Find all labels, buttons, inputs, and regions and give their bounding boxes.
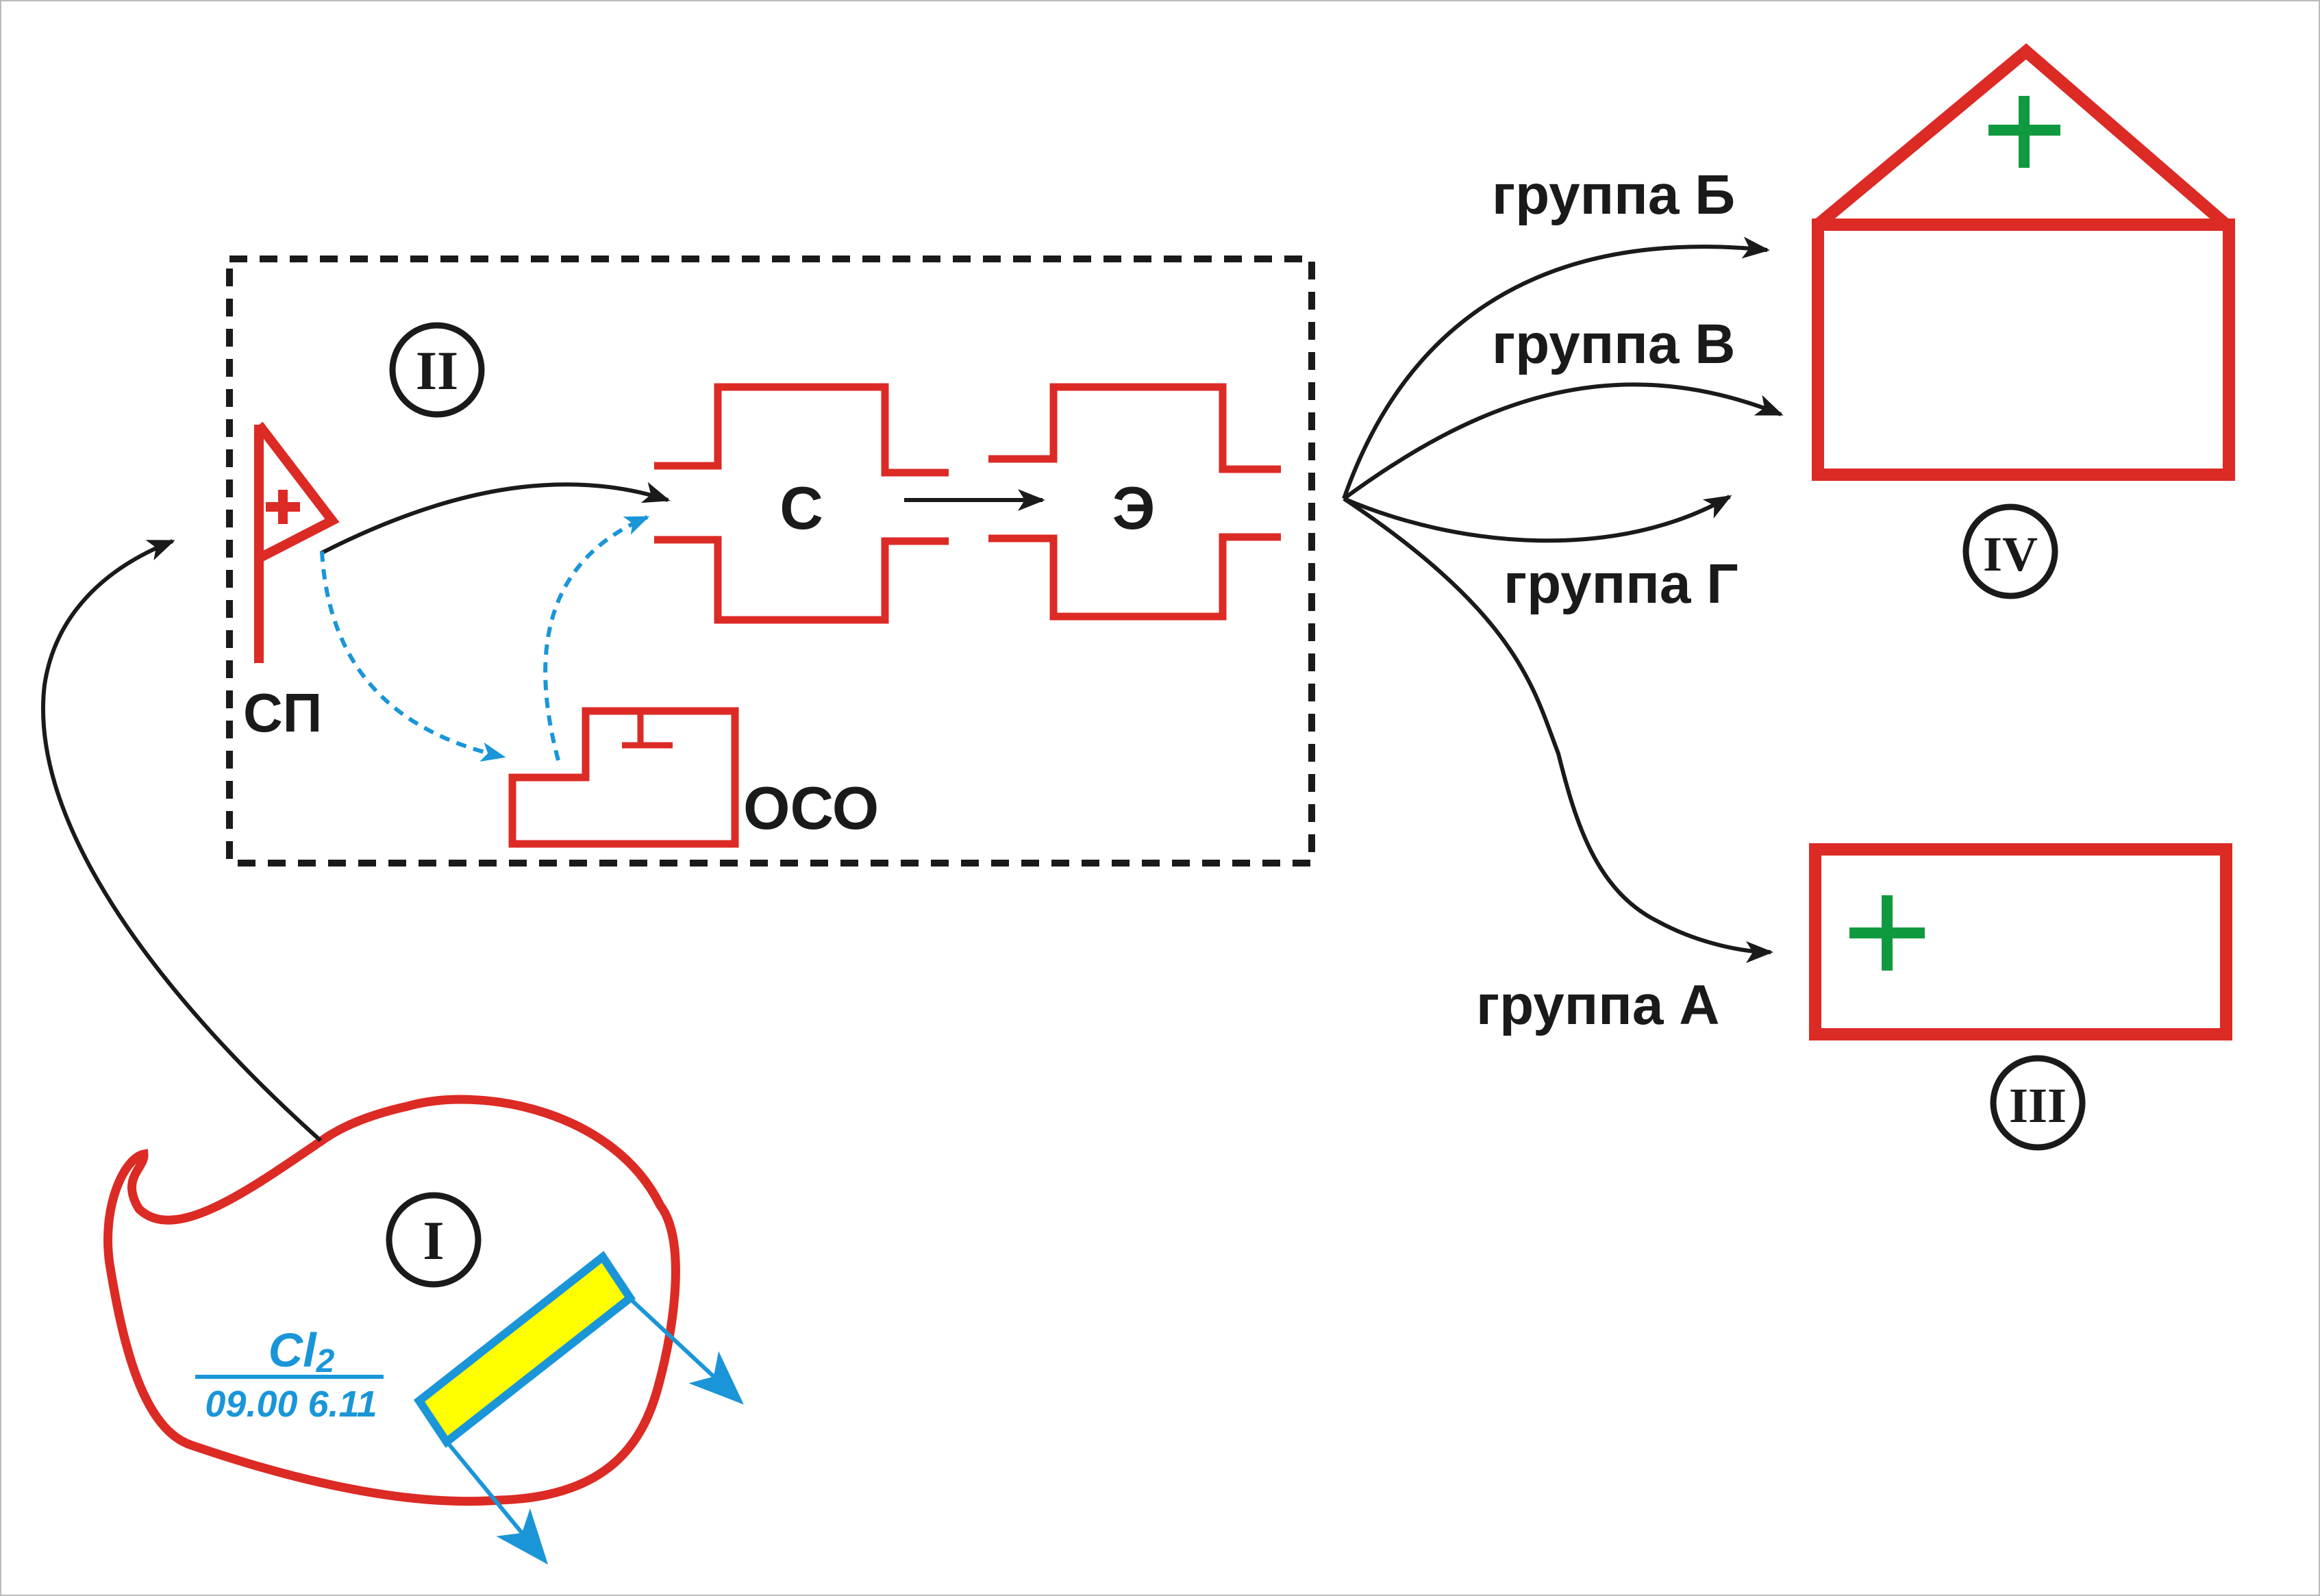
sp-label: СП	[243, 682, 322, 743]
arrow-oso-to-s	[543, 515, 650, 761]
zone-3-label: III	[2009, 1078, 2067, 1133]
arrow-group-a	[1343, 497, 1773, 963]
block-e-label: Э	[1112, 474, 1156, 542]
group-v-label: группа В	[1492, 313, 1735, 375]
tank-container-icon	[413, 1251, 636, 1448]
zone-4-marker: IV	[1962, 503, 2058, 599]
medical-unit-icon	[1809, 843, 2232, 1040]
agent-sub: 2	[316, 1343, 335, 1380]
arrow-sp-to-s	[319, 482, 671, 556]
agent-base: Cl	[269, 1323, 318, 1377]
arrow-sp-to-oso	[320, 551, 506, 762]
zone-2-marker: II	[389, 322, 485, 418]
group-g-label: группа Г	[1504, 553, 1738, 615]
oso-label: ОСО	[743, 774, 879, 842]
zone-2-boundary	[226, 255, 1315, 866]
zone-3-marker: III	[1990, 1055, 2086, 1151]
block-e	[988, 383, 1281, 621]
spread-arrow-right	[629, 1298, 744, 1405]
spread-arrow-down	[447, 1443, 549, 1565]
zone-1-label: I	[423, 1211, 444, 1271]
zone-4-label: IV	[1983, 527, 2038, 582]
arrow-zone1-to-zone2	[41, 539, 323, 1143]
block-s-label: С	[779, 474, 823, 542]
zone-1-marker: I	[386, 1192, 482, 1288]
arrow-group-g	[1343, 495, 1732, 543]
agent-label: Cl2	[269, 1323, 335, 1380]
arrow-group-v	[1343, 382, 1784, 501]
agent-datetime: 09.00 6.11	[205, 1384, 377, 1425]
arrow-group-b	[1342, 236, 1770, 499]
first-aid-flag-icon	[254, 421, 340, 663]
vehicle-icon	[508, 707, 739, 848]
block-s	[654, 383, 949, 624]
group-a-label: группа А	[1476, 974, 1719, 1036]
group-b-label: группа Б	[1492, 164, 1735, 226]
zone-2-label: II	[416, 341, 458, 401]
contamination-zone-icon	[103, 1095, 680, 1506]
hospital-building-icon	[1812, 43, 2235, 481]
